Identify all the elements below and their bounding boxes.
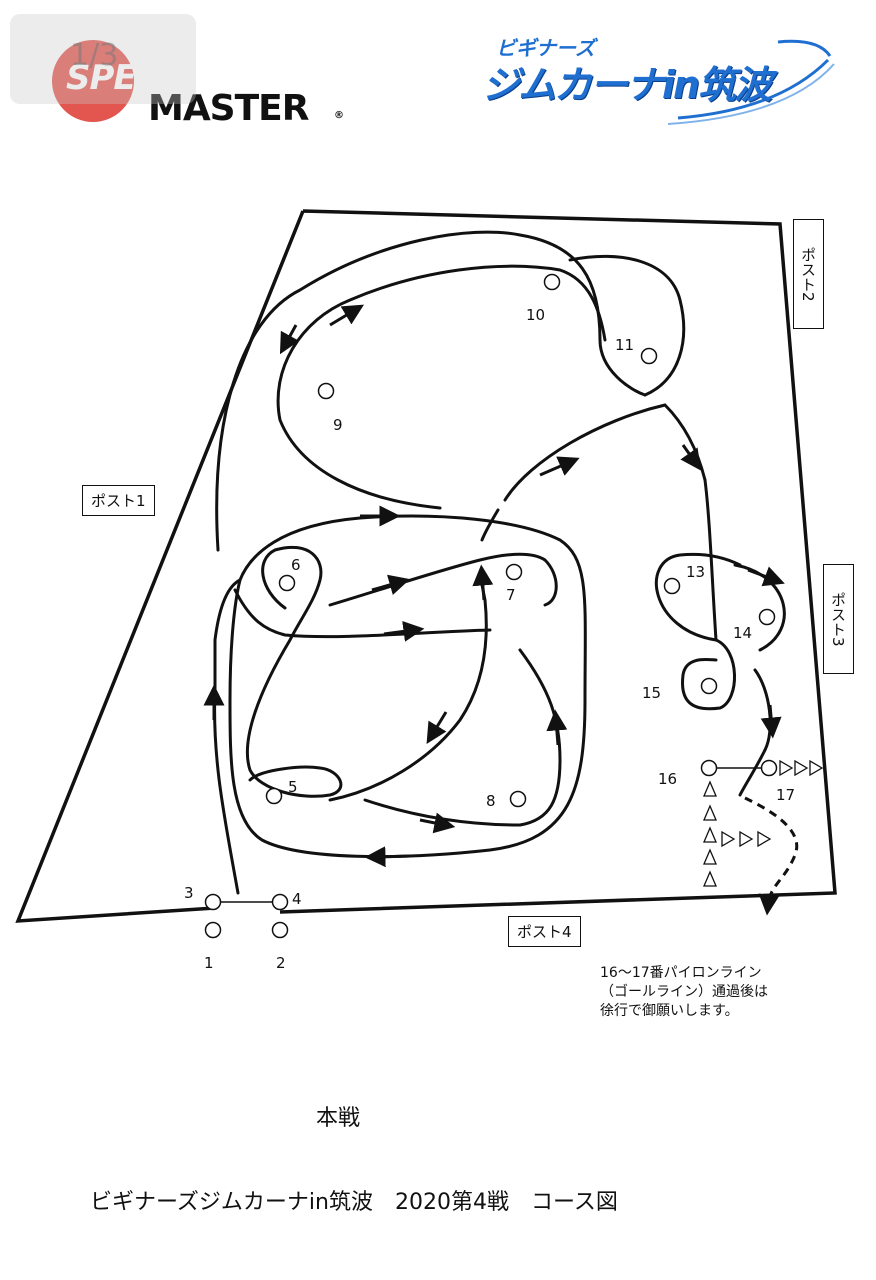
pylon-13-marker <box>663 577 681 595</box>
page-indicator-text: 1/3 <box>70 38 119 73</box>
logo-gymkhana-text: ジムカーナin筑波 <box>482 63 772 107</box>
goal-line-note: 16～17番パイロンライン （ゴールライン）通過後は 徐行で御願いします。 <box>600 965 768 1019</box>
pylon-4-marker <box>271 893 289 911</box>
pylon-number-8: 8 <box>486 792 496 810</box>
pylon-number-17: 17 <box>776 786 796 804</box>
pylon-16-marker <box>700 759 718 777</box>
arrow-6-to-7-lower <box>383 620 425 642</box>
pylon-number-10: 10 <box>526 306 546 324</box>
pylon-number-5: 5 <box>288 778 298 796</box>
pylon-11-marker <box>640 347 658 365</box>
pylon-1-marker <box>204 921 222 939</box>
arrow-to-16 <box>760 704 782 739</box>
pylon-17-marker <box>760 759 778 777</box>
arrow-bottom-return <box>364 846 411 868</box>
pylon-number-2: 2 <box>276 954 286 972</box>
logo-master-text: MASTER <box>148 88 309 129</box>
arrow-5-to-8 <box>419 812 456 834</box>
logo-beginners-text: ビギナーズ <box>496 36 595 60</box>
direction-arrows <box>203 304 785 868</box>
pylon-9-marker <box>317 382 335 400</box>
pylon-number-11: 11 <box>615 336 635 354</box>
arrow-loop-left <box>279 324 300 355</box>
pylon-8-marker <box>509 790 527 808</box>
pylon-2-marker <box>271 921 289 939</box>
arrow-loop-upper <box>329 304 365 327</box>
arrow-6-to-7 <box>371 574 411 595</box>
pylon-number-7: 7 <box>506 586 516 604</box>
pylon-number-4: 4 <box>292 890 302 908</box>
pylon-5-marker <box>265 787 283 805</box>
logo-swoosh <box>667 39 835 125</box>
pylon-number-3: 3 <box>184 884 194 902</box>
pylon-number-1: 1 <box>204 954 214 972</box>
arrow-up-to-7 <box>472 564 494 601</box>
course-boundary <box>15 209 837 923</box>
pylon-number-14: 14 <box>733 624 753 642</box>
post-4-box: ポスト4 <box>508 916 581 947</box>
logo-registered-mark: ® <box>334 110 344 121</box>
arrow-right-descend <box>680 444 702 471</box>
arrow-13-14 <box>747 566 785 587</box>
logo-speed-text: SPEED <box>66 58 186 98</box>
arrow-8-up <box>546 709 568 746</box>
pylon-number-13: 13 <box>686 563 706 581</box>
post-1-box: ポスト1 <box>82 485 155 516</box>
pylon-number-9: 9 <box>333 416 343 434</box>
exit-dashed-path <box>744 796 799 916</box>
page-indicator: 1/3 <box>10 14 196 104</box>
event-logo: ビギナーズ ジムカーナin筑波 <box>478 30 838 130</box>
arrow-to-upper-right <box>539 456 580 477</box>
speedmaster-logo: SPEED MASTER ® <box>52 38 352 130</box>
post-2-box: ポスト2 <box>793 219 824 329</box>
pylon-number-16: 16 <box>658 770 678 788</box>
arrow-7-to-5 <box>426 711 448 744</box>
pylon-3-marker <box>204 893 222 911</box>
pylon-10-marker <box>543 273 561 291</box>
page-footer-title: ビギナーズジムカーナin筑波 2020第4戦 コース図 <box>90 1190 618 1215</box>
pylon-7-marker <box>505 563 523 581</box>
logo-red-circle <box>52 40 134 122</box>
pylon-15-marker <box>700 677 718 695</box>
pylon-6-marker <box>278 574 296 592</box>
pylon-markers <box>204 273 778 939</box>
pylon-number-6: 6 <box>291 556 301 574</box>
pylon-number-15: 15 <box>642 684 662 702</box>
main-event-label: 本戦 <box>316 1106 361 1131</box>
post-3-box: ポスト3 <box>823 564 854 674</box>
pylon-14-marker <box>758 608 776 626</box>
cone-triangles <box>703 759 824 887</box>
